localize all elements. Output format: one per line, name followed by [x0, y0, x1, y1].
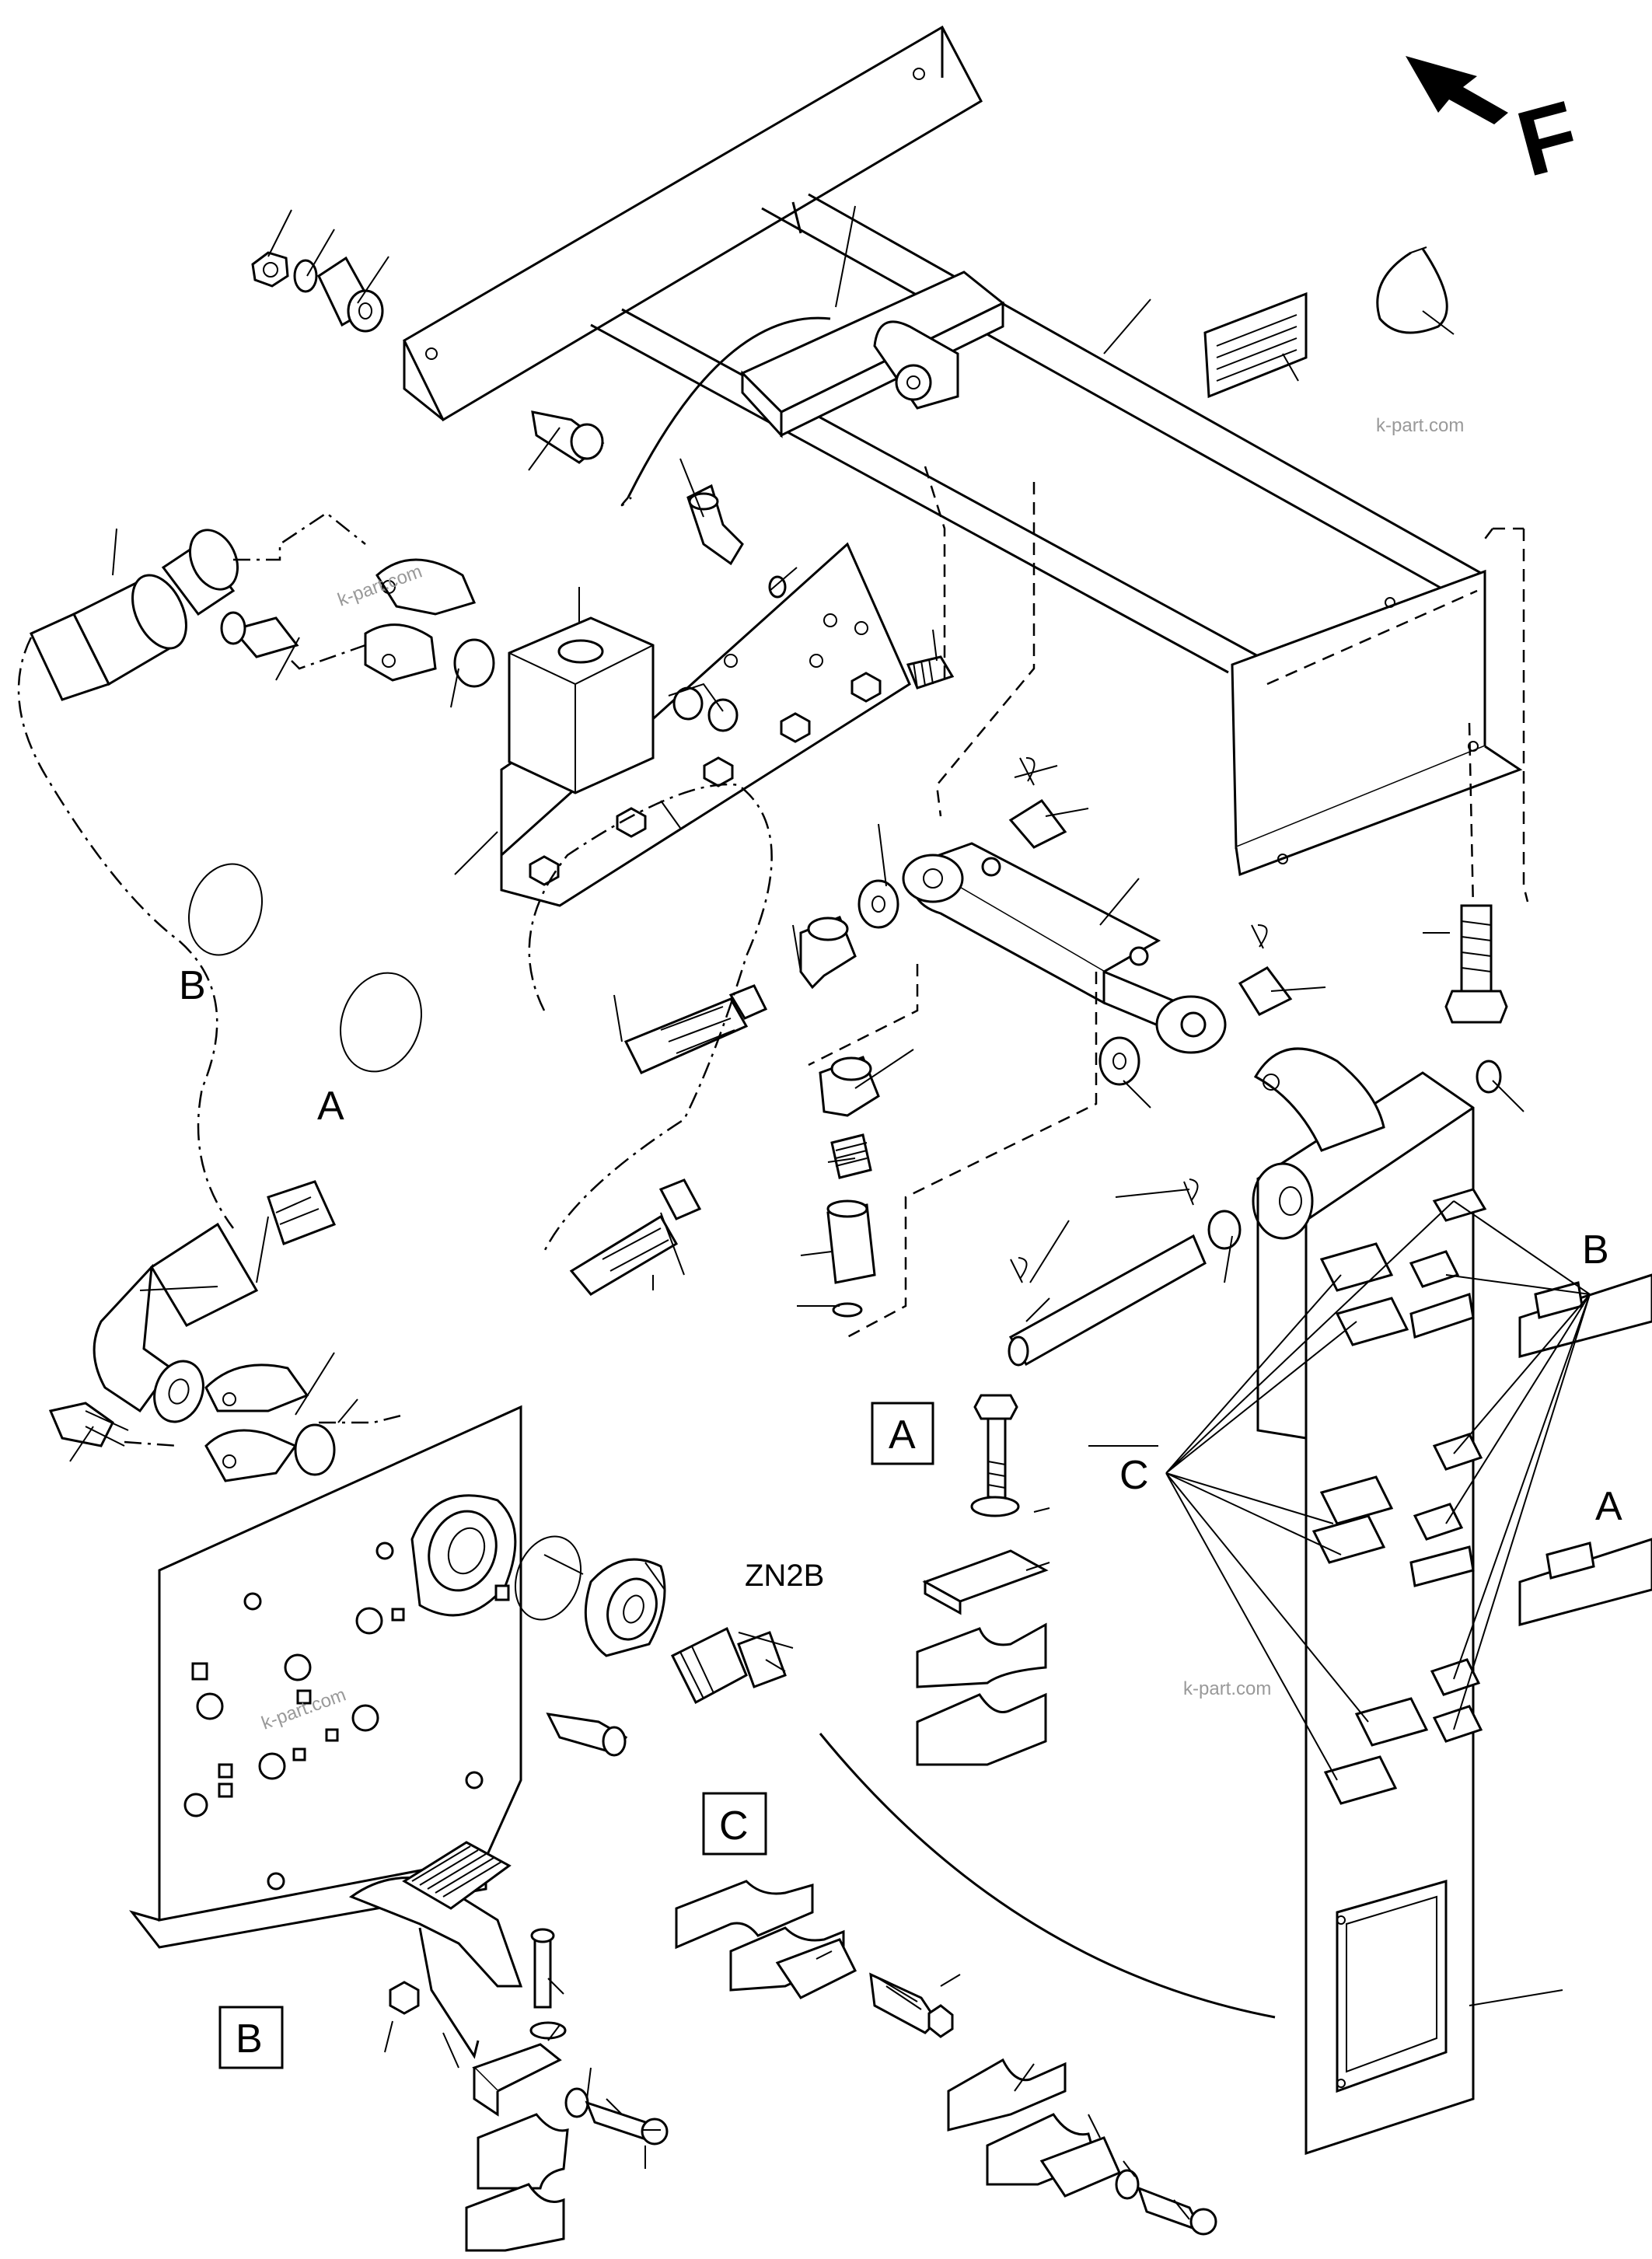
- bolt-hex: [531, 410, 605, 464]
- split-flange-upper: [220, 558, 495, 688]
- quick-coupler-assembly: ZN2B: [514, 1535, 824, 1757]
- detail-box-b: B: [236, 2016, 263, 2062]
- long-pivot-pin: [1008, 1178, 1207, 1367]
- tee-fitting-upper: [799, 916, 857, 990]
- hose-middle-upper: [623, 984, 768, 1074]
- straight-fittings: [672, 686, 739, 732]
- cable-tie: [1376, 246, 1448, 334]
- watermark-4: k-part.com: [1183, 1678, 1271, 1699]
- flange-bolt-lower: [48, 1402, 129, 1447]
- valve-block: [508, 616, 655, 794]
- hose-assembly-upper: [29, 529, 239, 701]
- model-code-label: ZN2B: [745, 1559, 824, 1593]
- detail-box-a: A: [889, 1412, 916, 1458]
- watermark-1: k-part.com: [1376, 415, 1464, 436]
- side-label-a: A: [1595, 1484, 1622, 1529]
- cylinder-mount-block: [620, 271, 1005, 507]
- assembly-sweep-line: [819, 1733, 1276, 2019]
- leader-lines: [69, 205, 1563, 2220]
- hex-bolt-vertical: [1444, 904, 1508, 1024]
- hose-assembly-lower: [93, 1180, 337, 1423]
- top-angle-bracket: [403, 25, 983, 422]
- hose-routing-lines: [17, 466, 1529, 1447]
- detail-c: C: [675, 1792, 1217, 2236]
- split-flange-lower: [204, 1363, 336, 1482]
- detail-b: B: [218, 1841, 669, 2252]
- warning-decal: [1203, 292, 1308, 399]
- hose-middle-lower: [569, 1178, 702, 1296]
- tee-fitting-lower: [819, 1056, 880, 1117]
- hose-loop-markers: B A: [179, 863, 422, 1129]
- side-detail-a: A: [1409, 1484, 1652, 1626]
- lever-arm: [1252, 1047, 1475, 2156]
- lever-clamp-blocks: [1311, 1188, 1487, 1805]
- elbow-fitting: [686, 484, 787, 599]
- nut-washer-spacer-set: [251, 251, 384, 333]
- loop-label-a: A: [317, 1084, 344, 1129]
- clamp-callout-lines: C: [1119, 1200, 1591, 1781]
- front-direction-marker: F: [1406, 56, 1589, 197]
- control-panel: [128, 1405, 522, 1949]
- direction-arrow-icon: [1406, 56, 1508, 124]
- adapter-stack: [826, 1133, 876, 1318]
- hydraulic-cylinder: [902, 842, 1227, 1054]
- cylinder-pins: [1008, 757, 1293, 1016]
- direction-letter: F: [1507, 81, 1589, 196]
- detail-box-c: C: [719, 1803, 749, 1849]
- side-label-b: B: [1582, 1227, 1609, 1273]
- detail-a: A: [871, 1394, 1049, 1766]
- threaded-nipple: [906, 655, 955, 690]
- main-frame: [590, 193, 1523, 877]
- clamp-group-label: C: [1119, 1453, 1149, 1498]
- loop-label-b: B: [179, 963, 206, 1008]
